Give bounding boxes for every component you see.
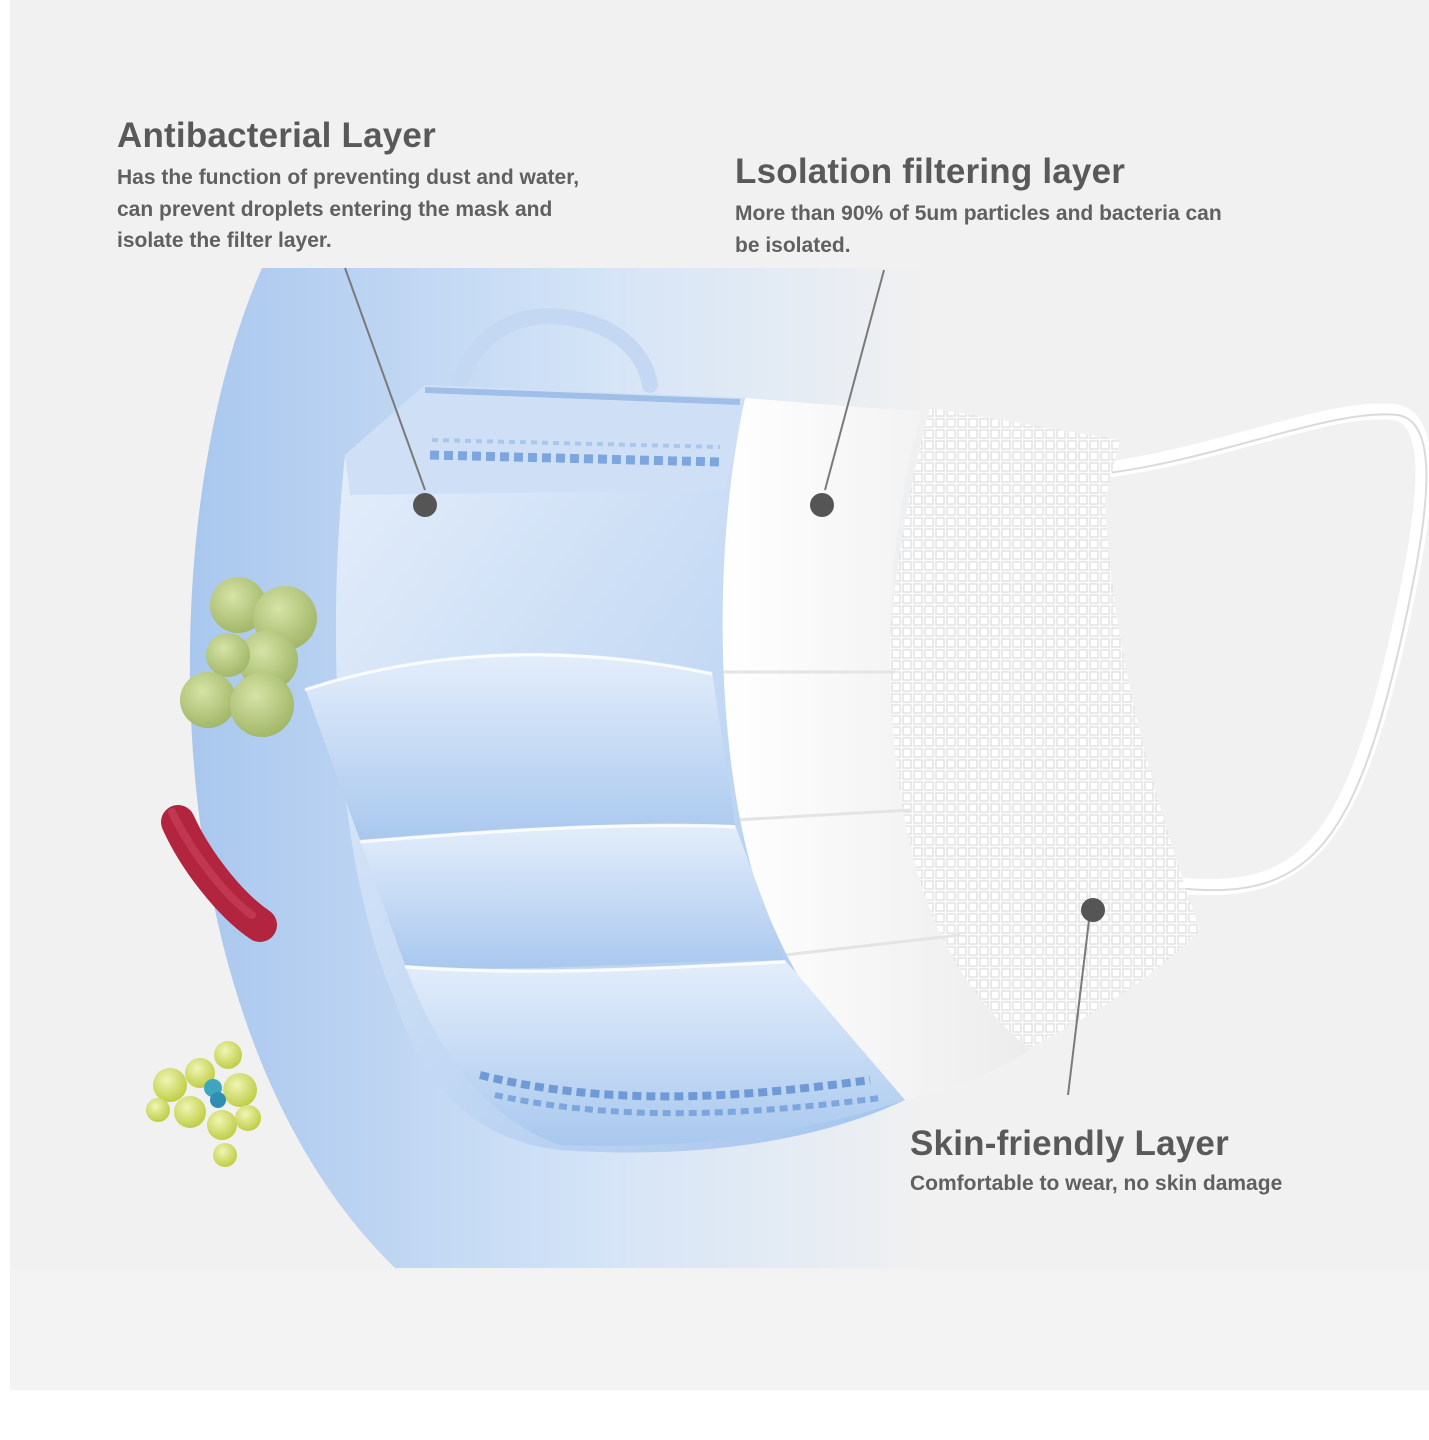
top-band-edge [424,387,741,405]
right-ear-loop [1097,403,1429,896]
description-line: Has the function of preventing dust and … [117,166,580,190]
yellow-bacteria-cluster-icon [146,1041,261,1167]
skin-friendly-layer-description: Comfortable to wear, no skin damage [910,1168,1390,1200]
green-bacteria-cluster-icon [180,577,317,737]
top-ear-loop [447,308,658,408]
bottom-strip [10,1270,1429,1390]
description-line: Comfortable to wear, no skin damage [910,1172,1283,1196]
antibacterial-layer-label: Antibacterial Layer Has the function of … [117,116,657,257]
antibacterial-layer-title: Antibacterial Layer [117,116,436,155]
pleat-shadow-3 [404,960,786,973]
mask-top-band [345,385,745,495]
red-bacillus-icon [161,805,277,942]
description-line: be isolated. [735,233,851,257]
isolation-filtering-layer [722,398,1030,1100]
top-band-stitching-2 [431,438,721,449]
isolation-filtering-layer-label: Lsolation filtering layer More than 90% … [735,152,1335,261]
antibacterial-layer-description: Has the function of preventing dust and … [117,162,657,257]
right-ear-loop-shade [1107,413,1428,892]
skin-friendly-layer [887,408,1200,1048]
mask-pleat-2 [360,823,785,969]
skin-friendly-layer-label: Skin-friendly Layer Comfortable to wear,… [910,1124,1390,1200]
isolation-filtering-layer-title: Lsolation filtering layer [735,152,1126,191]
middle-layer-fold-2 [734,808,911,822]
isolation-leader [810,269,885,517]
mask-bottom-stitching [479,1071,871,1101]
description-line: More than 90% of 5um particles and bacte… [735,202,1222,226]
isolation-filtering-layer-description: More than 90% of 5um particles and bacte… [735,198,1335,261]
skin-friendly-layer-title: Skin-friendly Layer [910,1124,1229,1163]
mask-pleat-3 [405,960,905,1146]
antibacterial-leader [344,267,437,517]
skin-friendly-leader [1067,898,1105,1096]
mask-bottom-stitching-2 [494,1092,881,1117]
pleat-shadow-2 [359,824,736,844]
top-band-stitching [429,450,721,467]
description-line: can prevent droplets entering the mask a… [117,197,553,221]
description-line: isolate the filter layer. [117,229,332,253]
mask-pleat-1 [305,652,735,840]
middle-layer-fold-3 [784,933,961,957]
pleat-shadow-1 [304,653,713,692]
